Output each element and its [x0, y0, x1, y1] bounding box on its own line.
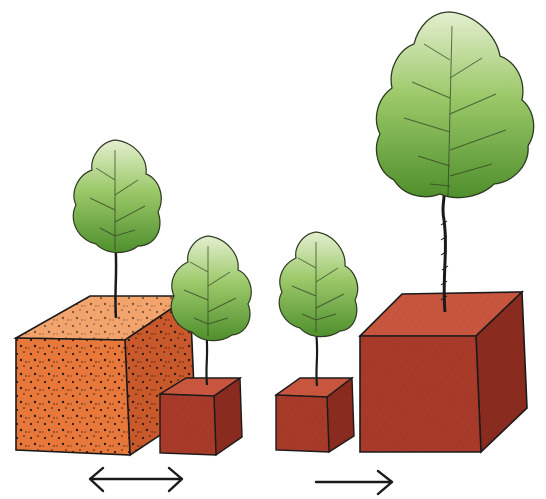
double-headed-arrow-icon	[90, 468, 182, 491]
small-red-soil-cube-left	[160, 378, 242, 455]
small-tree-on-small-cube-right	[279, 232, 357, 386]
small-red-soil-cube-right	[276, 378, 354, 452]
tree-trunk	[316, 332, 317, 386]
tree-crown	[376, 12, 533, 198]
large-red-soil-cube	[360, 292, 527, 452]
tree-crown	[171, 236, 251, 341]
tree-trunk	[443, 185, 445, 312]
large-tree-on-large-cube	[376, 12, 533, 312]
tree-crown	[279, 232, 357, 337]
right-arrow-icon	[316, 471, 392, 494]
small-tree-on-large-cube	[73, 140, 161, 318]
